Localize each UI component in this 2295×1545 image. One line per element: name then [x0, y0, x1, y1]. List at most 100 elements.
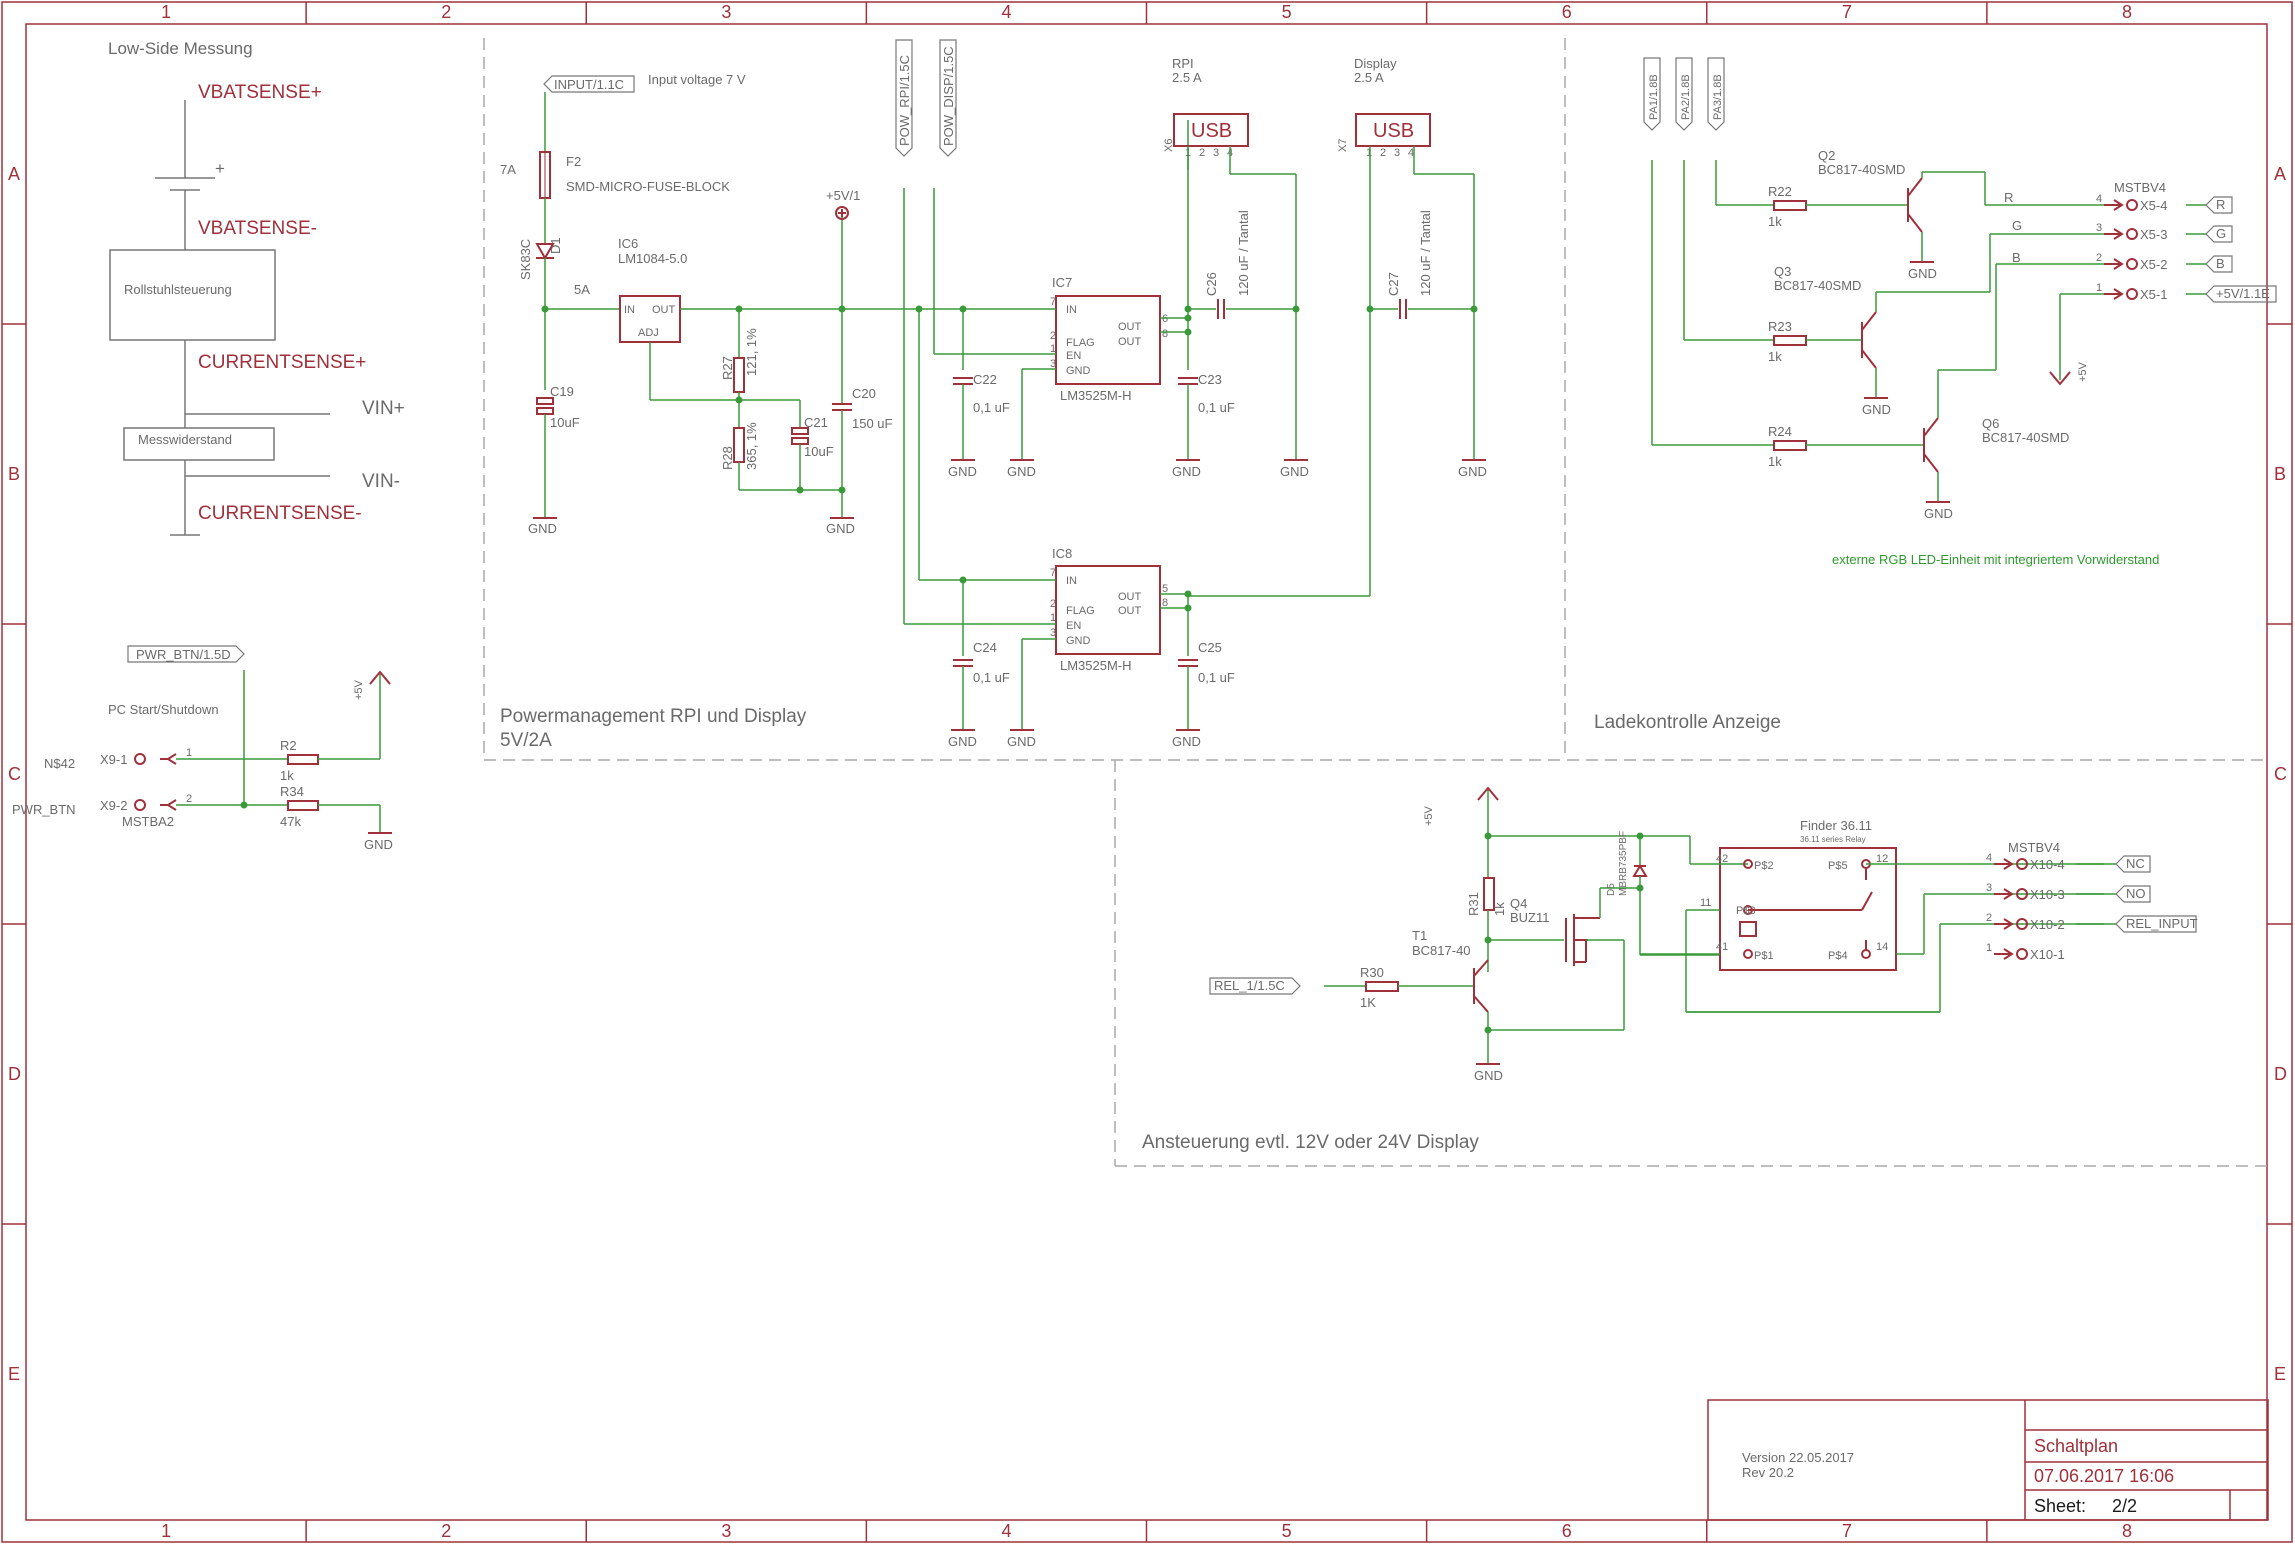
tb-rev: Rev 20.2	[1742, 1465, 1794, 1480]
bottom-column-label-7: 7	[1842, 1521, 1852, 1541]
ansteuerung-title: Ansteuerung evtl. 12V oder 24V Display	[1142, 1132, 1479, 1153]
section-borders	[483, 38, 2268, 1167]
ic8-pin7: 7	[1050, 567, 1056, 579]
vin-minus-label: VIN-	[362, 471, 400, 492]
ic8-gnd: GND	[1007, 734, 1036, 749]
r27-value: 121, 1%	[744, 328, 759, 376]
c24-value: 0,1 uF	[973, 670, 1010, 685]
lade-plus5v: +5V	[2077, 361, 2089, 382]
ic8-part: LM3525M-H	[1060, 658, 1132, 673]
x10-port-2: REL_INPUT	[2126, 916, 2198, 931]
x9-1-label: X9-1	[100, 752, 127, 767]
c19-value: 10uF	[550, 415, 580, 430]
anst-plus5v: +5V	[1423, 805, 1435, 826]
low-side-section: Low-Side Messung VBATSENSE+ + VBATSENSE-…	[108, 39, 405, 536]
tb-title: Schaltplan	[2034, 1436, 2118, 1456]
ic8-pin8: 8	[1162, 597, 1168, 609]
ic8-en-pin: EN	[1066, 620, 1081, 632]
c22-value: 0,1 uF	[973, 400, 1010, 415]
r30-value: 1K	[1360, 995, 1376, 1010]
r34-label: R34	[280, 784, 304, 799]
ic7-pin1: 1	[1050, 343, 1056, 355]
ic8-out1-pin: OUT	[1118, 591, 1142, 603]
wire-r-label: R	[2004, 190, 2013, 205]
r30-label: R30	[1360, 965, 1384, 980]
r28-label: R28	[720, 446, 735, 470]
c26-label: C26	[1204, 272, 1219, 296]
bottom-column-label-5: 5	[1282, 1521, 1292, 1541]
c25-value: 0,1 uF	[1198, 670, 1235, 685]
x7-pin4: 4	[1408, 147, 1414, 159]
ic8-in-pin: IN	[1066, 575, 1077, 587]
ic7-label: IC7	[1052, 275, 1072, 290]
top-column-label-7: 7	[1842, 2, 1852, 22]
c25-label: C25	[1198, 640, 1222, 655]
tb-datetime: 07.06.2017 16:06	[2034, 1466, 2174, 1486]
ic8-body	[1055, 565, 1161, 655]
ic6-part: LM1084-5.0	[618, 251, 687, 266]
relay-pin41: 41	[1716, 941, 1728, 953]
ic8-gnd-pin: GND	[1066, 635, 1091, 647]
pwr-btn-section: PWR_BTN/1.5D PC Start/Shutdown N$42 X9-1…	[12, 645, 393, 852]
relay-pin42: 42	[1716, 853, 1728, 865]
input-voltage-label: Input voltage 7 V	[648, 72, 746, 87]
ic7-gnd-pin: GND	[1066, 365, 1091, 377]
c19-label: C19	[550, 384, 574, 399]
ic7-in-pin: IN	[1066, 304, 1077, 316]
c19-gnd: GND	[528, 521, 557, 536]
ladekontrolle-title: Ladekontrolle Anzeige	[1594, 712, 1781, 733]
c20-label: C20	[852, 386, 876, 401]
ic7-pin2: 2	[1050, 330, 1056, 342]
low-side-title: Low-Side Messung	[108, 39, 253, 58]
rel-port-label: REL_1/1.5C	[1214, 978, 1285, 993]
t1-gnd: GND	[1474, 1068, 1503, 1083]
x7-label: X7	[1337, 139, 1349, 152]
pa3-port: PA3/1.8B	[1712, 74, 1724, 120]
d5-label: D5	[1606, 883, 1617, 896]
x5-pin-label-1: X5-3	[2140, 227, 2167, 242]
c27-value: 120 uF / Tantal	[1418, 210, 1433, 296]
t1-label: T1	[1412, 928, 1427, 943]
x7-pin2: 2	[1380, 147, 1386, 159]
ic8-label: IC8	[1052, 546, 1072, 561]
q2-gnd: GND	[1908, 266, 1937, 281]
display-current: 2.5 A	[1354, 70, 1384, 85]
x5-mstbv4-label: MSTBV4	[2114, 180, 2166, 195]
wire-b-label: B	[2012, 250, 2021, 265]
q4-label: Q4	[1510, 896, 1527, 911]
c23-label: C23	[1198, 372, 1222, 387]
relay-ps5: P$5	[1828, 860, 1848, 872]
ic6-input-current: 5A	[574, 282, 590, 297]
rgb-note: externe RGB LED-Einheit mit integriertem…	[1832, 552, 2159, 567]
pa2-port: PA2/1.8B	[1680, 74, 1692, 120]
tb-version: Version 22.05.2017	[1742, 1450, 1854, 1465]
c22-label: C22	[973, 372, 997, 387]
x10-pin-number-2: 2	[1986, 912, 1992, 924]
ic6-adj-pin: ADJ	[638, 327, 659, 339]
ic7-pin3: 3	[1050, 358, 1056, 370]
f2-label: F2	[566, 154, 581, 169]
ic6-out-pin: OUT	[652, 304, 676, 316]
r22-value: 1k	[1768, 214, 1782, 229]
top-column-label-4: 4	[1001, 2, 1011, 22]
r24-value: 1k	[1768, 454, 1782, 469]
pwr-btn-label: PWR_BTN	[12, 802, 76, 817]
usb-x7	[1355, 113, 1431, 147]
x7-pin1: 1	[1366, 147, 1372, 159]
x10-pin-number-1: 3	[1986, 882, 1992, 894]
relay-ps4: P$4	[1828, 950, 1848, 962]
left-row-label-C: C	[8, 764, 21, 784]
x5-pin-number-0: 4	[2096, 193, 2102, 205]
c20-gnd: GND	[826, 521, 855, 536]
x5-port-0: R	[2216, 197, 2225, 212]
q3-part: BC817-40SMD	[1774, 278, 1861, 293]
rpi-label: RPI	[1172, 56, 1194, 71]
ic7-pin7: 7	[1050, 296, 1056, 308]
ic8-pin5: 5	[1162, 583, 1168, 595]
t1-part: BC817-40	[1412, 943, 1471, 958]
pow-rpi-port-label: POW_RPI/1.5C	[897, 55, 912, 146]
rollstuhlsteuerung-label: Rollstuhlsteuerung	[124, 282, 232, 297]
x9-2-label: X9-2	[100, 798, 127, 813]
right-row-label-B: B	[2274, 464, 2286, 484]
display-label: Display	[1354, 56, 1397, 71]
